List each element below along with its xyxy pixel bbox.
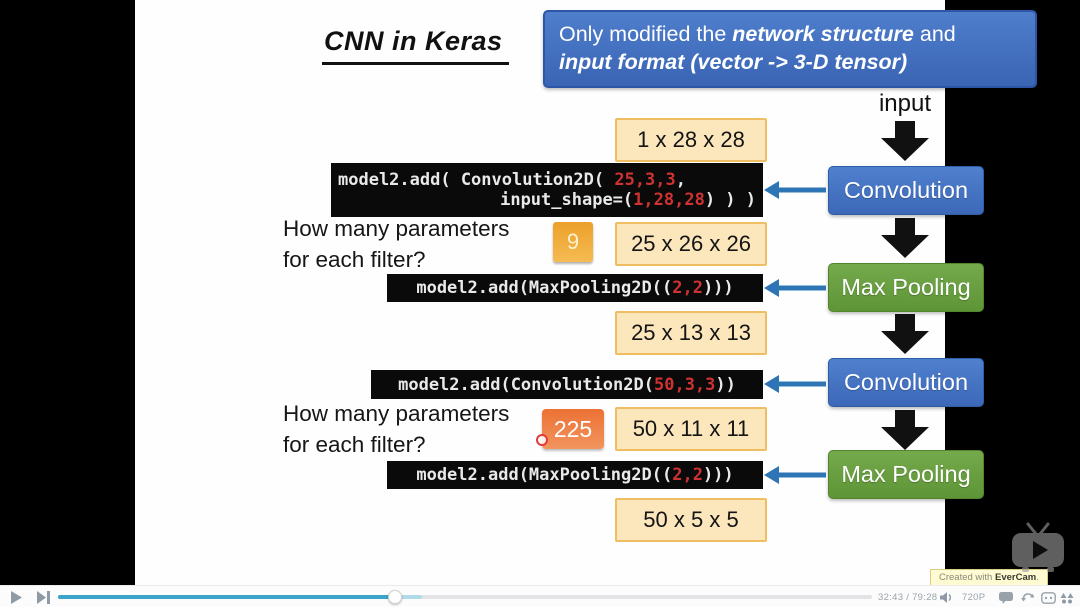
code-line: model2.add(MaxPooling2D((2,2))) — [416, 278, 734, 298]
dim-box-5: 50 x 5 x 5 — [615, 498, 767, 542]
progress-played — [58, 595, 395, 599]
flow-input-label: input — [878, 90, 932, 117]
progress-thumb[interactable] — [388, 590, 402, 604]
play-button[interactable] — [10, 591, 22, 604]
code-maxpool-1: model2.add(MaxPooling2D((2,2))) — [387, 274, 763, 302]
down-arrow-icon — [881, 218, 929, 258]
next-button[interactable] — [37, 591, 51, 604]
dim-box-4: 50 x 11 x 11 — [615, 407, 767, 451]
left-arrow-icon — [764, 466, 826, 484]
dim-box-3: 25 x 13 x 13 — [615, 311, 767, 355]
code-line: model2.add( Convolution2D( 25,3,3, — [338, 170, 687, 190]
dim-box-2: 25 x 26 x 26 — [615, 222, 767, 266]
time-display: 32:43 / 79:28 — [878, 592, 938, 603]
slide: CNN in Keras Only modified the network s… — [135, 0, 1048, 587]
code-line: model2.add(Convolution2D(50,3,3)) — [398, 374, 736, 395]
down-arrow-icon — [881, 121, 929, 161]
comment-icon[interactable] — [999, 592, 1013, 604]
loop-icon[interactable] — [1021, 591, 1034, 604]
left-arrow-icon — [764, 375, 826, 393]
flow-node-maxpooling-1: Max Pooling — [828, 263, 984, 312]
header-line1: Only modified the network structure and — [559, 22, 956, 46]
flow-node-maxpooling-2: Max Pooling — [828, 450, 984, 499]
code-line: input_shape=(1,28,28) ) ) — [500, 190, 756, 210]
laser-pointer-dot — [536, 434, 548, 446]
player-tv-logo-icon — [1012, 522, 1064, 572]
down-arrow-icon — [881, 410, 929, 450]
down-arrow-icon — [881, 314, 929, 354]
slide-title-wrap: CNN in Keras — [322, 26, 509, 65]
answer-badge-9: 9 — [553, 222, 593, 262]
left-arrow-icon — [764, 181, 826, 199]
progress-bar[interactable] — [58, 590, 872, 604]
volume-icon[interactable] — [940, 592, 953, 603]
header-line2: input format (vector -> 3-D tensor) — [559, 50, 908, 74]
player-controls-bar: 32:43 / 79:28 720P — [0, 585, 1080, 607]
flow-node-convolution-2: Convolution — [828, 358, 984, 407]
danmaku-tv-icon[interactable] — [1041, 592, 1056, 604]
share-group-icon[interactable] — [1060, 591, 1074, 604]
code-conv2d-2: model2.add(Convolution2D(50,3,3)) — [371, 370, 763, 399]
header-note: Only modified the network structure and … — [543, 10, 1037, 88]
flow-node-convolution-1: Convolution — [828, 166, 984, 215]
code-maxpool-2: model2.add(MaxPooling2D((2,2))) — [387, 461, 763, 489]
code-conv2d-1: model2.add( Convolution2D( 25,3,3, input… — [331, 163, 763, 217]
slide-title: CNN in Keras — [322, 26, 509, 65]
answer-badge-225: 225 — [536, 409, 604, 449]
left-arrow-icon — [764, 279, 826, 297]
quality-selector[interactable]: 720P — [962, 592, 986, 603]
code-line: model2.add(MaxPooling2D((2,2))) — [416, 465, 734, 485]
dim-box-1: 1 x 28 x 28 — [615, 118, 767, 162]
